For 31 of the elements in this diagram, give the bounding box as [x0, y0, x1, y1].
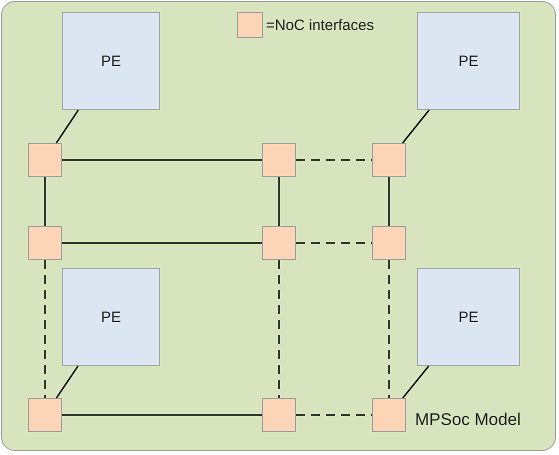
interface-square: [262, 398, 296, 432]
link-line: [44, 177, 46, 226]
processing-element-box: PE: [417, 12, 520, 110]
link-line: [388, 260, 390, 398]
processing-element-box: PE: [62, 12, 160, 110]
link-line: [388, 177, 390, 226]
interface-square: [262, 226, 296, 260]
link-line: [296, 159, 372, 161]
link-line: [402, 110, 430, 144]
processing-element-box: PE: [417, 268, 520, 366]
interface-square: [28, 226, 62, 260]
interface-square: [372, 398, 406, 432]
legend-text: =NoC interfaces: [266, 16, 374, 34]
interface-square: [28, 143, 62, 177]
interface-square: [28, 398, 62, 432]
panel-title: MPSoc Model: [415, 410, 521, 430]
link-line: [296, 414, 372, 416]
link-line: [62, 414, 262, 416]
link-line: [62, 159, 262, 161]
link-line: [278, 260, 280, 398]
link-line: [296, 242, 372, 244]
interface-square: [372, 226, 406, 260]
interface-square: [372, 143, 406, 177]
interface-square: [262, 143, 296, 177]
link-line: [278, 177, 280, 226]
link-line: [44, 260, 46, 398]
link-line: [62, 242, 262, 244]
link-line: [56, 366, 79, 398]
link-line: [56, 110, 79, 144]
link-line: [402, 366, 430, 398]
processing-element-box: PE: [62, 268, 160, 366]
